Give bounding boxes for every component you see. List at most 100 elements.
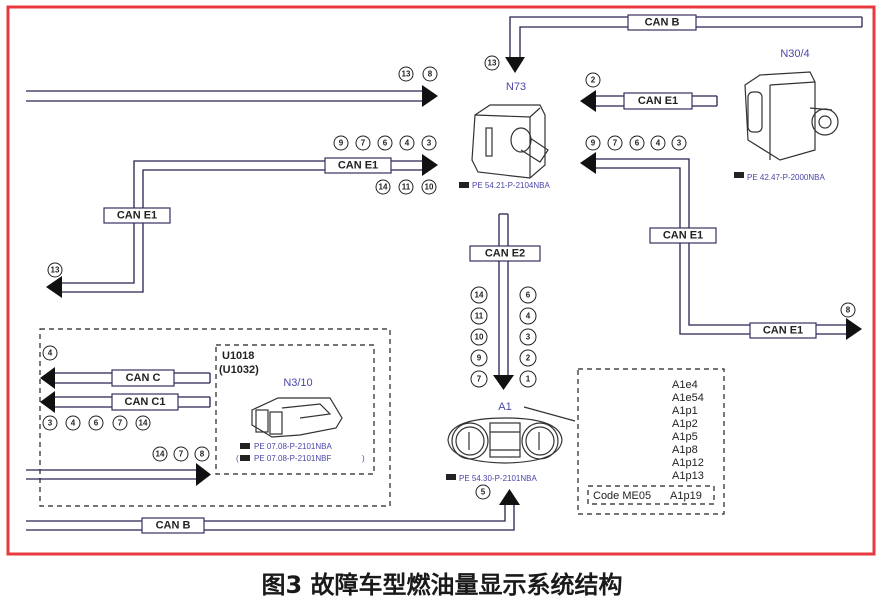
- svg-text:11: 11: [402, 183, 411, 192]
- bus-can-b-top: CAN B: [505, 14, 863, 73]
- code-me05-box: [587, 485, 715, 505]
- diagram-frame: [6, 5, 876, 556]
- marker-group-can-c1: 3 4 6 7 14: [42, 415, 151, 431]
- ref-n3-10: PE 07.08-P-2101NBA ( PE 07.08-P-2101NBF …: [236, 442, 365, 463]
- ref-n73: PE 54.21-P-2104NBA: [459, 181, 550, 190]
- bus-label: CAN E1: [663, 230, 703, 242]
- bus-can-c: CAN C: [40, 367, 211, 389]
- marker-group-right-e1-above: 9 7 6 4 3: [585, 135, 687, 151]
- marker: 2: [591, 76, 596, 85]
- marker: 8: [428, 70, 433, 79]
- a1-item: A1e54: [672, 392, 704, 404]
- variant-label: (U1032): [219, 364, 259, 376]
- code-item: A1p19: [670, 490, 702, 502]
- bus-label: CAN E1: [117, 210, 157, 222]
- arrow-right-icon: [196, 463, 211, 486]
- variant-label: U1018: [222, 350, 254, 362]
- bus-can-e2: CAN E2: [469, 213, 541, 390]
- leader-line: [523, 406, 576, 422]
- svg-text:(: (: [236, 454, 239, 463]
- code-label: Code ME05: [593, 490, 651, 502]
- engine-group-box: [39, 328, 391, 507]
- svg-text:1: 1: [526, 375, 531, 384]
- svg-text:PE 07.08-P-2101NBA: PE 07.08-P-2101NBA: [254, 442, 332, 451]
- svg-text:7: 7: [477, 375, 482, 384]
- a1-item: A1p2: [672, 418, 698, 430]
- reference-icon: [459, 182, 469, 188]
- arrow-left-icon: [46, 276, 62, 298]
- a1-item: A1p1: [672, 405, 698, 417]
- component-label-a1: A1: [498, 401, 511, 413]
- ref-a1: PE 54.30-P-2101NBA: [446, 474, 537, 483]
- figure-caption: 图3 故障车型燃油量显示系统结构: [261, 571, 623, 599]
- marker-group-e2-left: 14 11 10 9 7: [470, 286, 488, 388]
- bus-can-e1-n30: CAN E1: [580, 90, 718, 112]
- svg-text:7: 7: [118, 419, 123, 428]
- a1-item: A1p5: [672, 431, 698, 443]
- a1-item: A1p13: [672, 470, 704, 482]
- svg-text:14: 14: [475, 291, 484, 300]
- bus-can-e1-right: CAN E1 CAN E1: [580, 152, 862, 340]
- svg-text:3: 3: [677, 139, 682, 148]
- svg-text:11: 11: [475, 312, 484, 321]
- bus-label: CAN C1: [125, 396, 166, 408]
- bus-can-b-bottom: CAN B: [26, 489, 520, 534]
- marker: 4: [48, 349, 53, 358]
- svg-text:14: 14: [156, 450, 165, 459]
- svg-text:10: 10: [425, 183, 434, 192]
- bus-label: CAN E1: [763, 325, 803, 337]
- arrow-up-icon: [499, 489, 520, 505]
- svg-text:14: 14: [379, 183, 388, 192]
- svg-text:10: 10: [475, 333, 484, 342]
- a1-item: A1p12: [672, 457, 704, 469]
- arrow-down-icon: [505, 57, 525, 73]
- arrow-left-icon: [40, 367, 55, 389]
- svg-text:9: 9: [477, 354, 482, 363]
- svg-text:3: 3: [526, 333, 531, 342]
- marker-group-ecu-in: 14 7 8: [152, 446, 210, 462]
- reference-icon: [734, 172, 744, 178]
- arrow-left-icon: [40, 391, 55, 413]
- marker: 13: [51, 266, 60, 275]
- svg-text:4: 4: [526, 312, 531, 321]
- svg-text:PE 07.08-P-2101NBF: PE 07.08-P-2101NBF: [254, 454, 331, 463]
- svg-text:6: 6: [383, 139, 388, 148]
- svg-text:): ): [362, 454, 365, 463]
- svg-text:PE 42.47-P-2000NBA: PE 42.47-P-2000NBA: [747, 173, 825, 182]
- marker: 13: [402, 70, 411, 79]
- marker-group-top-arrow: 13 8: [398, 66, 438, 82]
- engine-ecu-icon: [251, 397, 343, 438]
- marker-group-left-e1-above: 9 7 6 4 3: [333, 135, 437, 151]
- component-label-n73: N73: [506, 81, 526, 93]
- ref-n30-4: PE 42.47-P-2000NBA: [734, 172, 825, 182]
- svg-text:PE 54.21-P-2104NBA: PE 54.21-P-2104NBA: [472, 181, 550, 190]
- esp-unit-icon: [744, 71, 839, 161]
- reference-icon: [446, 474, 456, 480]
- component-label-n30-4: N30/4: [780, 48, 809, 60]
- svg-text:2: 2: [526, 354, 531, 363]
- arrow-right-icon: [846, 318, 862, 340]
- a1-item: A1e4: [672, 379, 698, 391]
- instrument-cluster-icon: [447, 417, 563, 464]
- svg-text:4: 4: [405, 139, 410, 148]
- marker-group-e2-right: 6 4 3 2 1: [519, 286, 537, 388]
- a1-items-list: A1e4 A1e54 A1p1 A1p2 A1p5 A1p8 A1p12 A1p…: [672, 379, 704, 482]
- bus-label: CAN E1: [638, 95, 678, 107]
- svg-text:3: 3: [427, 139, 432, 148]
- marker-group-left-e1-below: 14 11 10: [375, 179, 437, 195]
- svg-text:4: 4: [71, 419, 76, 428]
- bus-label: CAN B: [645, 17, 680, 29]
- svg-text:6: 6: [94, 419, 99, 428]
- reference-icon: [240, 455, 250, 461]
- svg-text:7: 7: [613, 139, 618, 148]
- a1-item: A1p8: [672, 444, 698, 456]
- marker: 8: [846, 306, 851, 315]
- svg-text:9: 9: [591, 139, 596, 148]
- svg-text:14: 14: [139, 419, 148, 428]
- svg-text:7: 7: [361, 139, 366, 148]
- arrow-left-icon: [580, 90, 596, 112]
- marker: 5: [481, 488, 486, 497]
- svg-text:7: 7: [179, 450, 184, 459]
- wire-ecu-in: [26, 463, 211, 486]
